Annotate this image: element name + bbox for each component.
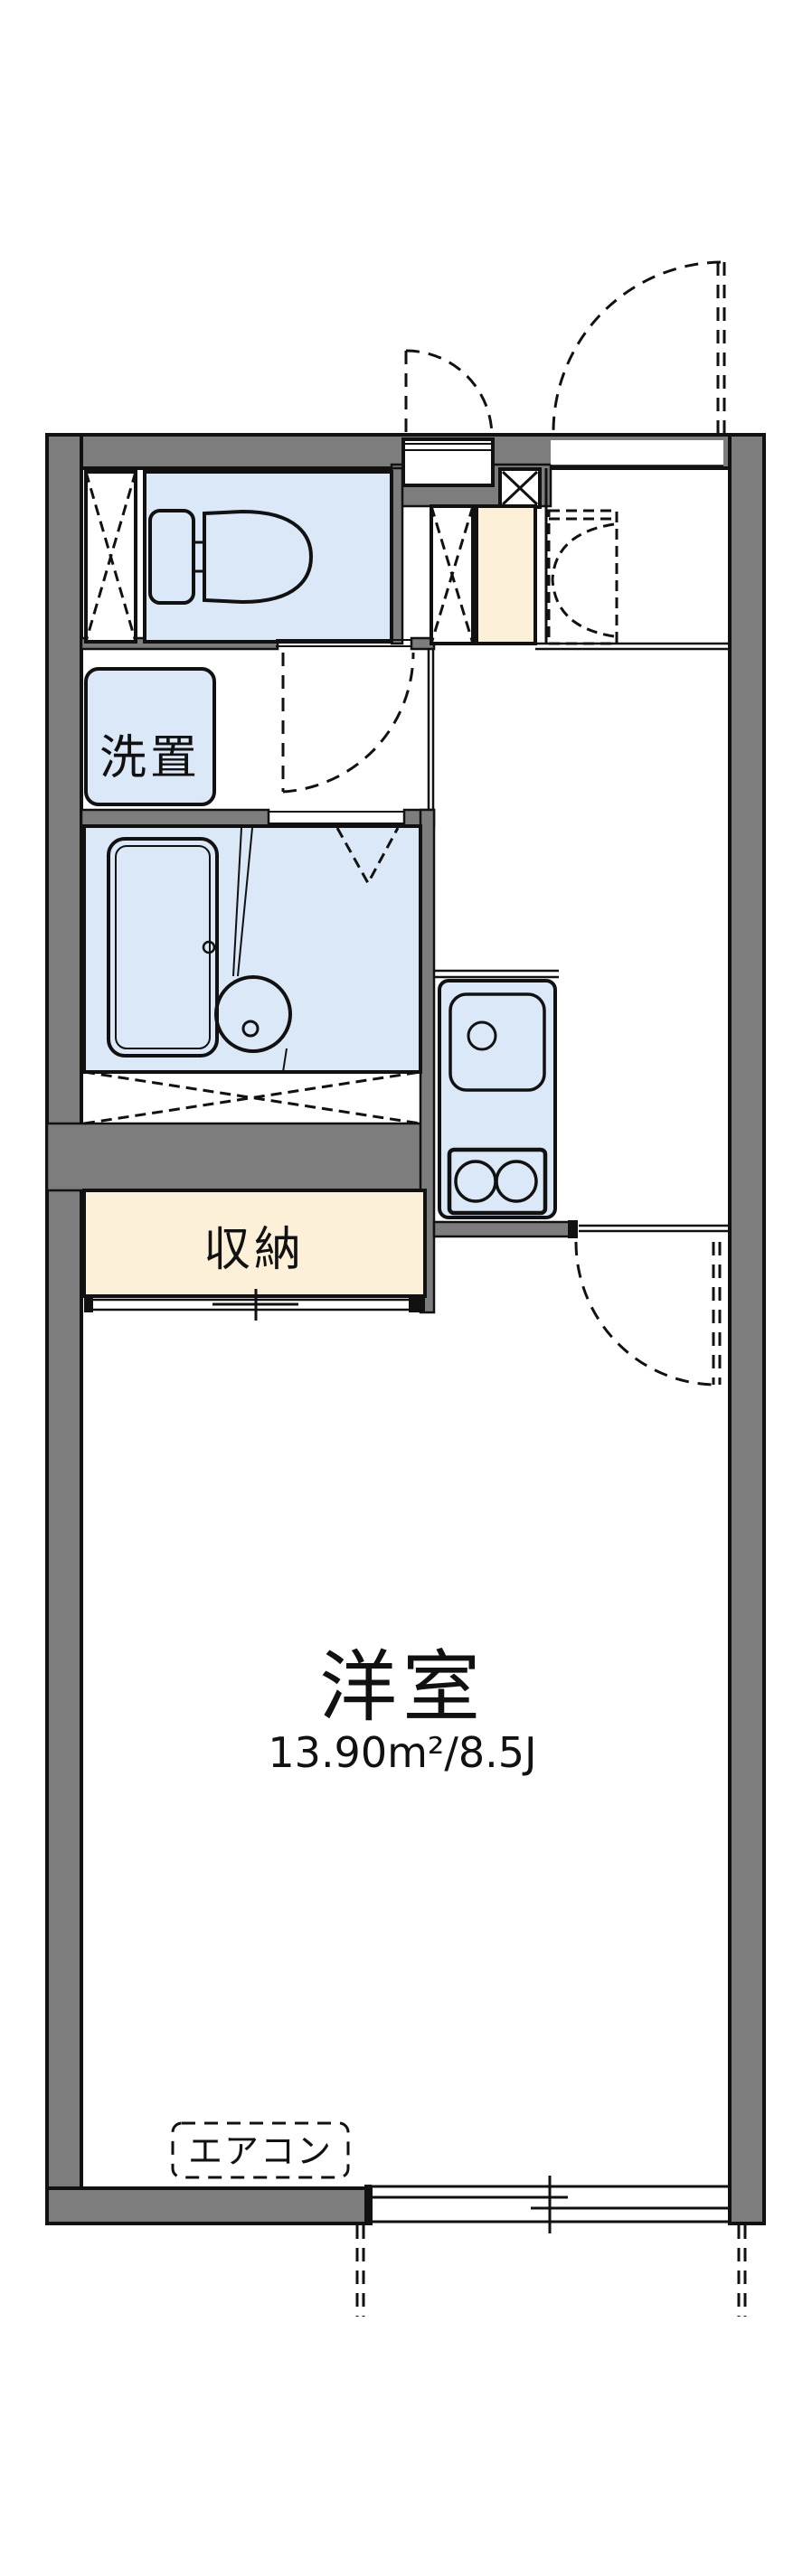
main-room-size-label: 13.90m²/8.5J	[268, 1728, 536, 1777]
kitchen	[434, 969, 559, 1219]
storage-closet: 収納	[82, 1189, 427, 1321]
shoe-cabinet-door-arc	[551, 522, 615, 580]
aircon-label: エアコン	[188, 2131, 333, 2171]
right-wall	[728, 433, 766, 2225]
bath-washplace-icon	[214, 827, 292, 1073]
basin-pipe	[282, 1048, 288, 1073]
room-doorway	[574, 1224, 730, 1387]
laundry-label: 洗置	[99, 731, 201, 785]
window-swing-arc	[405, 349, 494, 436]
bath-front-hatch	[83, 1070, 421, 1125]
pipe-space-left	[84, 470, 137, 644]
shoe-cabinet-outline	[547, 509, 618, 645]
meter-box-icon	[498, 467, 542, 509]
shoe-cabinet-door-arc	[551, 578, 615, 638]
shoe-cabinet-icon	[547, 509, 618, 645]
toilet-icon	[148, 509, 314, 605]
toilet-window-swing	[404, 349, 494, 436]
toilet-tank	[148, 509, 195, 605]
left-wall	[45, 433, 83, 2225]
pipe-space-hatch	[84, 471, 137, 643]
faucet-icon	[467, 1020, 497, 1051]
window-cap	[364, 2185, 372, 2225]
storage-label: 収納	[203, 1223, 305, 1277]
balcony-window	[364, 2176, 730, 2233]
shower-pipe	[232, 827, 242, 977]
kitchen-bottom-wall	[432, 1220, 578, 1238]
bathroom-closet-wall	[45, 1122, 424, 1192]
storage-sliding-door	[84, 1289, 425, 1321]
toilet-room	[143, 470, 393, 644]
meter-box-cross	[501, 470, 539, 506]
kitchen-sink-icon	[448, 992, 546, 1092]
aircon-slot: エアコン	[171, 2121, 350, 2179]
room-door-swing-arc	[574, 1241, 718, 1387]
wash-basin	[214, 975, 292, 1053]
entrance-opening	[551, 440, 723, 468]
stove-burner	[495, 1160, 538, 1203]
stove-icon	[447, 1147, 548, 1216]
hatch-line	[83, 1070, 421, 1125]
bathtub-icon	[107, 837, 219, 1058]
entrance-door-swing	[552, 260, 726, 436]
pipe-space-hatch	[430, 505, 475, 644]
bottom-wall	[45, 2186, 373, 2225]
toilet-room-floor	[143, 470, 393, 644]
main-room-label: 洋室	[319, 1642, 486, 1733]
bathroom-top-wall	[80, 808, 270, 828]
bathroom	[82, 811, 422, 1125]
bathtub-outer	[107, 837, 219, 1058]
wash-basin-drain	[241, 1020, 260, 1038]
aircon-box	[171, 2121, 350, 2179]
genkan	[430, 468, 730, 651]
washroom: 洗置	[84, 649, 435, 810]
bathroom-floor	[82, 824, 422, 1074]
toilet-doorway	[276, 639, 415, 794]
genkan-floor	[475, 504, 537, 645]
toilet-bowl	[203, 509, 314, 605]
kitchen-wall-cap	[568, 1220, 578, 1238]
hatch-line	[83, 1070, 421, 1125]
toilet-window-recess	[401, 437, 495, 487]
bathtub-inner	[115, 845, 211, 1049]
toilet-door-swing-arc	[282, 652, 415, 794]
main-room: 洋室 13.90m²/8.5J エアコン	[171, 1642, 537, 2179]
bath-folding-door-icon	[335, 827, 400, 887]
stove-frame	[447, 1147, 548, 1216]
entrance-doorway	[551, 440, 723, 465]
sliding-door-cap	[409, 1298, 425, 1312]
laundry-area-box	[84, 667, 216, 806]
entrance-door-swing-arc	[552, 260, 722, 436]
shower-pipe	[237, 827, 253, 977]
sliding-door-cap	[84, 1298, 93, 1312]
balcony-boundary	[355, 2225, 747, 2317]
toilet-window	[401, 437, 495, 487]
bathtub-drain	[202, 940, 216, 954]
outer-walls	[45, 433, 766, 2225]
